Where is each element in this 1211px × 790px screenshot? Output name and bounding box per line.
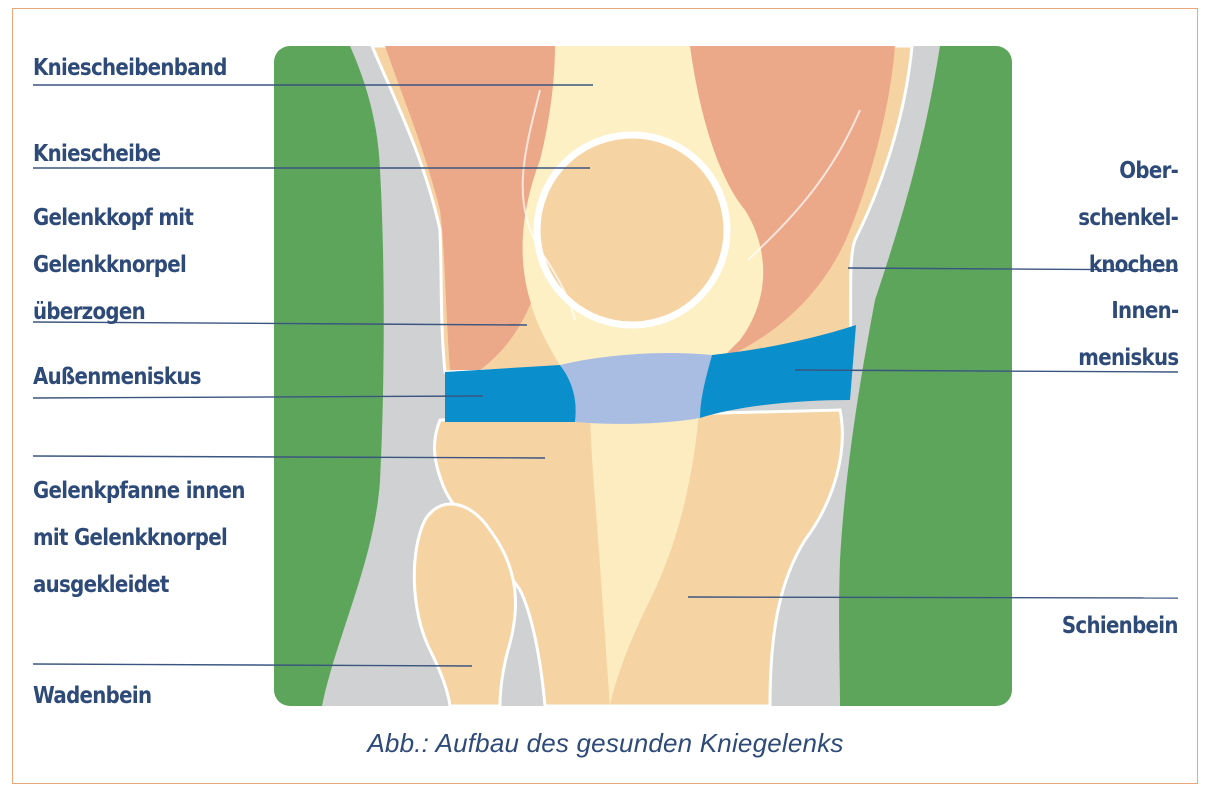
label-innenmeniskus: Innen- meniskus	[1078, 288, 1178, 382]
figure-caption: Abb.: Aufbau des gesunden Kniegelenks	[0, 728, 1211, 759]
label-gelenkpfanne: Gelenkpfanne innen mit Gelenkknorpel aus…	[33, 468, 245, 609]
label-aussenmeniskus: Außenmeniskus	[33, 354, 201, 401]
joint-cartilage	[560, 353, 712, 424]
label-schienbein: Schienbein	[1062, 603, 1178, 650]
leader-schienbein	[688, 597, 1178, 598]
label-gelenkkopf: Gelenkkopf mit Gelenkknorpel überzogen	[33, 195, 193, 336]
lateral-meniscus	[445, 365, 576, 422]
label-wadenbein: Wadenbein	[33, 673, 151, 720]
label-oberschenkelknochen: Ober- schenkel- knochen	[1078, 148, 1178, 289]
label-kniescheibe: Kniescheibe	[33, 131, 160, 178]
label-kniescheibenband: Kniescheibenband	[33, 45, 227, 92]
